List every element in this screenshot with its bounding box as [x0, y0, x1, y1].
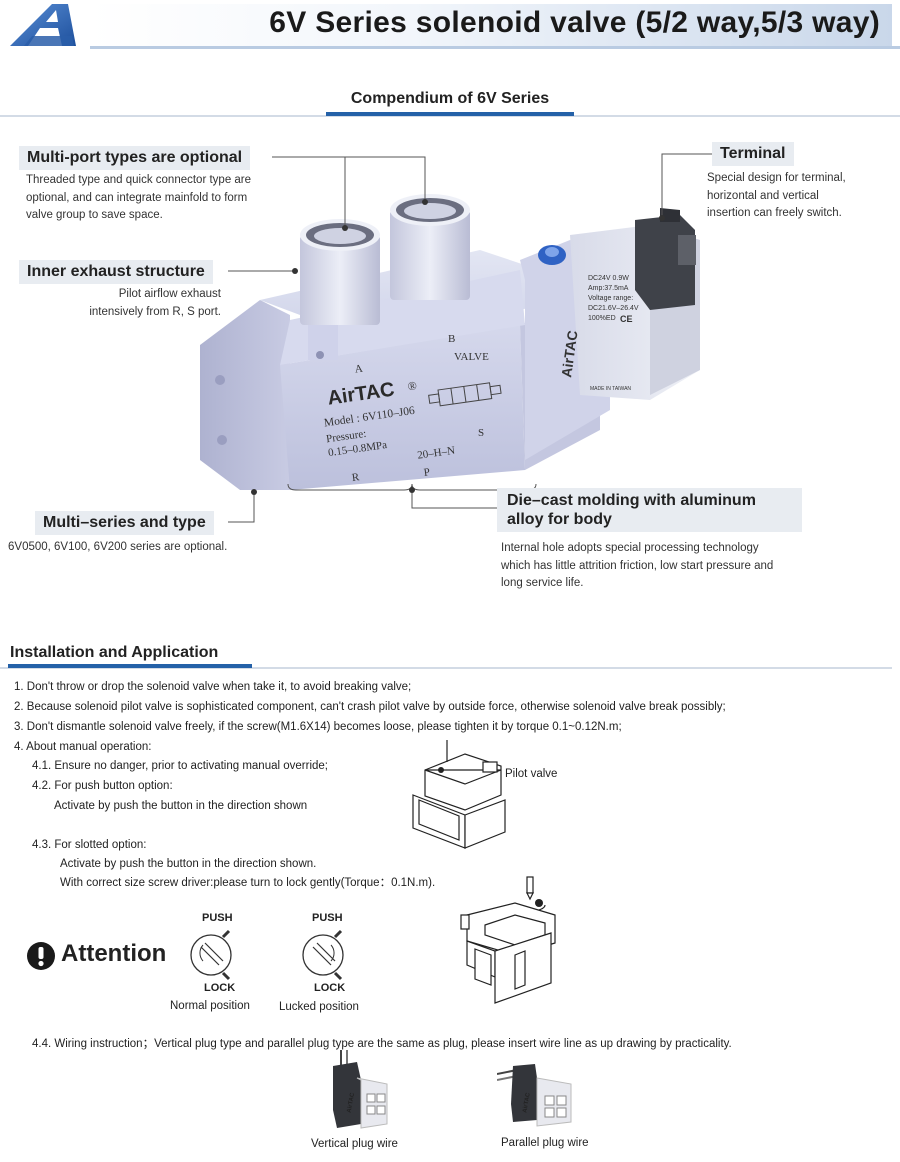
diecast-title-line: alloy for body — [507, 511, 612, 528]
port-s-label: S — [478, 427, 484, 439]
callout-multiseries-title: Multi–series and type — [35, 511, 214, 537]
multiport-text-line: optional, and can integrate mainfold to … — [26, 191, 248, 204]
vertical-plug-brand: AirTAC — [347, 1092, 357, 1114]
port-p-label: P — [423, 466, 431, 479]
terminal-text-line: horizontal and vertical — [707, 189, 819, 202]
installation-accent-line — [8, 664, 252, 668]
step-4-1: 4.1. Ensure no danger, prior to activati… — [32, 760, 328, 772]
callout-diecast-title: Die–cast molding with aluminum alloy for… — [497, 488, 802, 534]
callout-multiport-text: Threaded type and quick connector type a… — [26, 172, 286, 225]
port-a-label: A — [354, 363, 364, 376]
normal-lock-label: LOCK — [204, 982, 236, 994]
parallel-plug-image: AirTAC — [497, 1064, 572, 1127]
locked-lock-label: LOCK — [314, 982, 346, 994]
step-2: 2. Because solenoid pilot valve is sophi… — [14, 701, 726, 713]
diecast-title-line: Die–cast molding with aluminum — [507, 492, 756, 509]
step-4-2-text: Activate by push the button in the direc… — [54, 800, 308, 812]
valve-symbol-icon — [428, 382, 502, 407]
step-4-3-text-2: With correct size screw driver:please tu… — [60, 877, 436, 889]
inner-exhaust-text-line: Pilot airflow exhaust — [118, 288, 221, 300]
pilot-valve-drawing — [412, 740, 506, 849]
leader-lines — [228, 153, 712, 523]
attention-warning-icon — [27, 942, 55, 970]
coil-line-5: 100%ED — [588, 315, 616, 322]
code-label: 20–H–N — [417, 445, 456, 462]
compendium-divider — [0, 115, 900, 117]
coil-brand-label: AirTAC — [558, 329, 580, 378]
inner-exhaust-text-line: intensively from R, S port. — [89, 305, 221, 318]
step-4-2: 4.2. For push button option: — [32, 780, 173, 792]
compendium-title: Compendium of 6V Series — [350, 90, 550, 107]
pilot-valve-label: Pilot valve — [505, 768, 558, 780]
callout-terminal-text: Special design for terminal, horizontal … — [707, 170, 892, 223]
step-3: 3. Don't dismantle solenoid valve freely… — [14, 721, 622, 733]
parallel-plug-brand: AirTAC — [522, 1092, 532, 1114]
coil-line-1: DC24V 0.9W — [588, 275, 629, 282]
valve-label: VALVE — [454, 351, 489, 363]
coil-line-2: Amp:37.5mA — [588, 285, 629, 292]
compendium-accent-line — [326, 112, 574, 116]
slotted-valve-drawing — [460, 876, 556, 1004]
port-b-label: B — [448, 333, 455, 345]
diecast-text-line: which has little attrition friction, low… — [501, 559, 774, 572]
coil-line-3: Voltage range: — [588, 295, 633, 302]
coil-ce-mark: CE — [620, 314, 633, 324]
normal-position-caption: Normal position — [170, 1000, 250, 1012]
fitting-left — [300, 219, 380, 325]
callout-inner-exhaust-text: Pilot airflow exhaust intensively from R… — [26, 286, 221, 321]
callout-multiseries-text: 6V0500, 6V100, 6V200 series are optional… — [8, 541, 228, 553]
callout-multiport-title: Multi-port types are optional — [19, 146, 251, 172]
header-band — [90, 4, 892, 46]
multiport-text-line: Threaded type and quick connector type a… — [26, 174, 252, 186]
pressure-label: Pressure: — [325, 428, 367, 445]
step-4-3: 4.3. For slotted option: — [32, 839, 147, 851]
step-4-3-text-1: Activate by push the button in the direc… — [60, 858, 317, 870]
coil-line-4: DC21.6V–26.4V — [588, 305, 639, 312]
callout-terminal-title: Terminal — [712, 142, 794, 168]
installation-title: Installation and Application — [10, 644, 219, 661]
locked-push-label: PUSH — [312, 912, 343, 924]
solenoid-valve-illustration: A AirTAC ® Model : 6V110–J06 Pressure: 0… — [200, 194, 700, 490]
multiport-text-line: valve group to save space. — [26, 209, 163, 221]
callout-inner-exhaust-title: Inner exhaust structure — [19, 260, 213, 286]
parallel-plug-caption: Parallel plug wire — [501, 1137, 589, 1149]
airtac-a-logo-icon — [10, 4, 76, 46]
vertical-plug-image: AirTAC — [333, 1050, 388, 1129]
normal-position-dial-icon — [190, 929, 232, 981]
terminal-text-line: Special design for terminal, — [707, 172, 846, 184]
fitting-right — [390, 194, 470, 300]
coil-made-label: MADE IN TAIWAN — [590, 386, 631, 392]
callout-diecast-text: Internal hole adopts special processing … — [501, 540, 831, 593]
locked-position-dial-icon — [302, 929, 344, 981]
normal-push-label: PUSH — [202, 912, 233, 924]
diecast-text-line: long service life. — [501, 577, 584, 589]
attention-label: Attention — [61, 940, 167, 967]
terminal-text-line: insertion can freely switch. — [707, 207, 842, 219]
locked-position-caption: Lucked position — [279, 1001, 359, 1013]
port-r-label: R — [351, 471, 361, 484]
registered-mark: ® — [407, 378, 418, 393]
header-bar: 6V Series solenoid valve (5/2 way,5/3 wa… — [0, 0, 900, 50]
step-1: 1. Don't throw or drop the solenoid valv… — [14, 681, 412, 693]
installation-divider — [0, 667, 892, 669]
diecast-text-line: Internal hole adopts special processing … — [501, 542, 759, 554]
step-4-4: 4.4. Wiring instruction；Vertical plug ty… — [32, 1038, 732, 1050]
header-underline — [90, 46, 900, 49]
vertical-plug-caption: Vertical plug wire — [311, 1138, 398, 1150]
step-4: 4. About manual operation: — [14, 741, 152, 753]
page-title: 6V Series solenoid valve (5/2 way,5/3 wa… — [269, 6, 880, 39]
